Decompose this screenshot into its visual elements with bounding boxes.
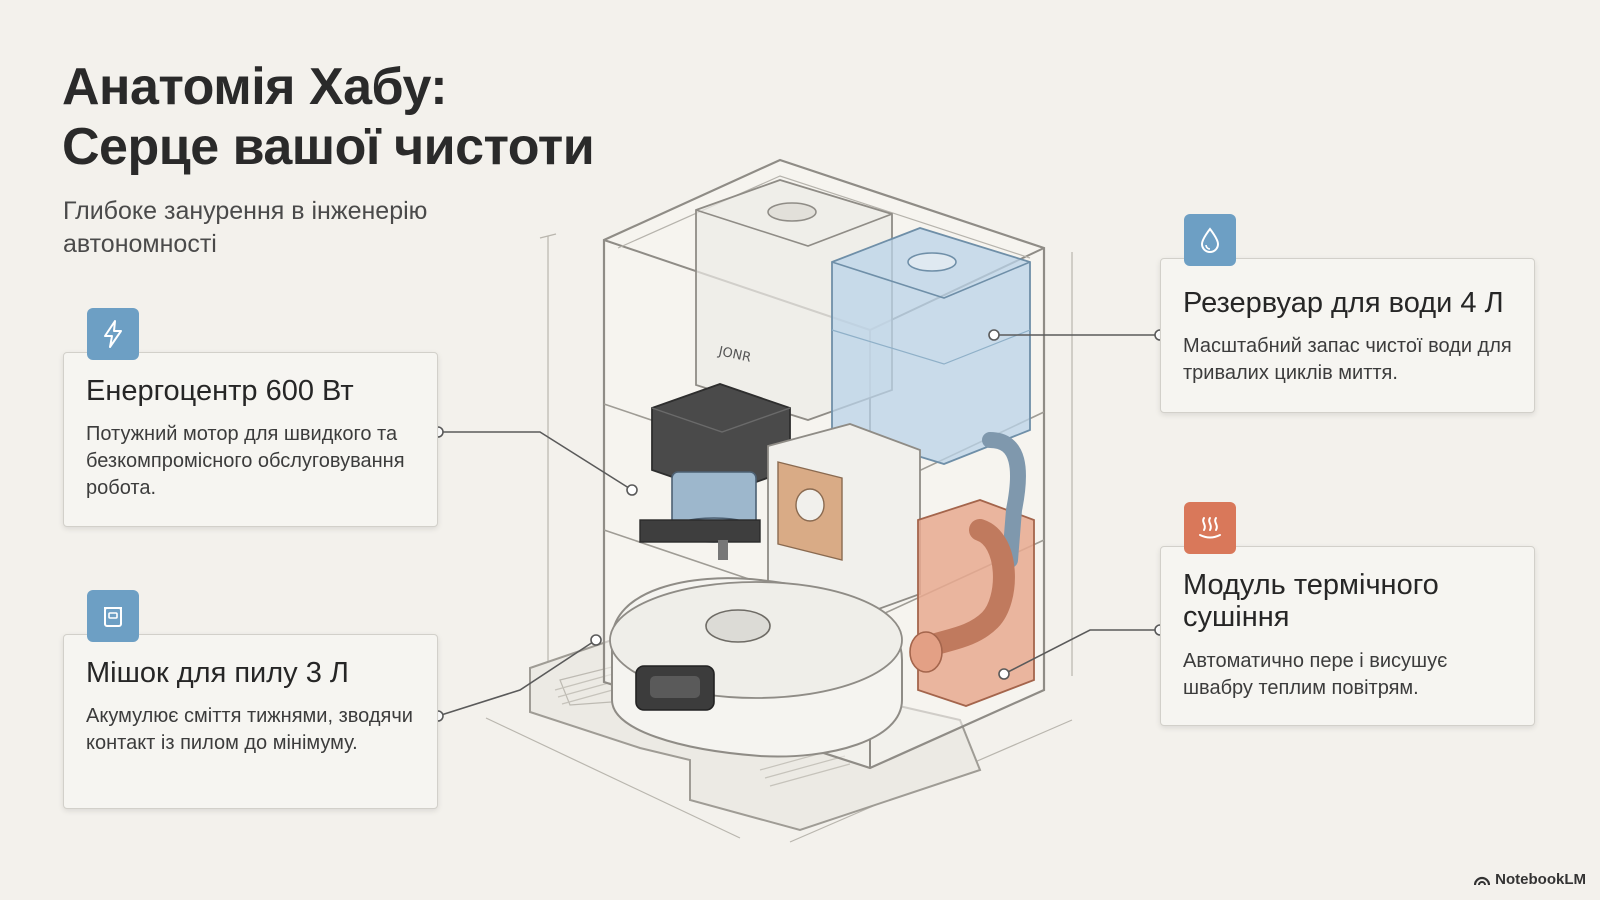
page-title: Анатомія Хабу: Серце вашої чистоти: [62, 58, 595, 178]
drying-card-text: Автоматично пере і висушує швабру теплим…: [1183, 649, 1448, 699]
power-card-text: Потужний мотор для швидкого та безкомпро…: [86, 423, 405, 500]
robot-vacuum: [609, 577, 903, 758]
heat-waves-icon: [1184, 502, 1236, 554]
notebooklm-logo-icon: [1474, 876, 1491, 885]
bag-icon: [87, 590, 139, 642]
water-card: Резервуар для води 4 Л Масштабний запас …: [1160, 258, 1535, 413]
motor: [639, 383, 791, 560]
drying-card-title: Модуль термічного сушіння: [1183, 569, 1439, 634]
dustbag-card-title: Мішок для пилу 3 Л: [86, 657, 349, 689]
heater-module: [909, 432, 1035, 707]
water-drop-icon: [1184, 214, 1236, 266]
connector-lines: [437, 334, 1160, 717]
title-line-1: Анатомія Хабу:: [62, 58, 448, 116]
brand-mark: NotebookLM: [1474, 871, 1586, 888]
drying-card: Модуль термічного сушіння Автоматично пе…: [1160, 546, 1535, 726]
tank-label: JONR: [716, 344, 752, 366]
dustbag-card: Мішок для пилу 3 Л Акумулює сміття тижня…: [63, 634, 438, 809]
power-card: Енергоцентр 600 Вт Потужний мотор для шв…: [63, 352, 438, 527]
lightning-icon: [87, 308, 139, 360]
power-card-title: Енергоцентр 600 Вт: [86, 375, 354, 407]
page-subtitle: Глибоке занурення в інженерію автономнос…: [63, 197, 428, 258]
title-line-2: Серце вашої чистоти: [62, 117, 595, 176]
dust-bag: [767, 423, 921, 621]
water-card-title: Резервуар для води 4 Л: [1183, 287, 1504, 319]
dustbag-card-text: Акумулює сміття тижнями, зводячи контакт…: [86, 705, 413, 755]
brand-name: NotebookLM: [1495, 871, 1586, 888]
water-card-text: Масштабний запас чистої води для тривали…: [1183, 335, 1512, 385]
